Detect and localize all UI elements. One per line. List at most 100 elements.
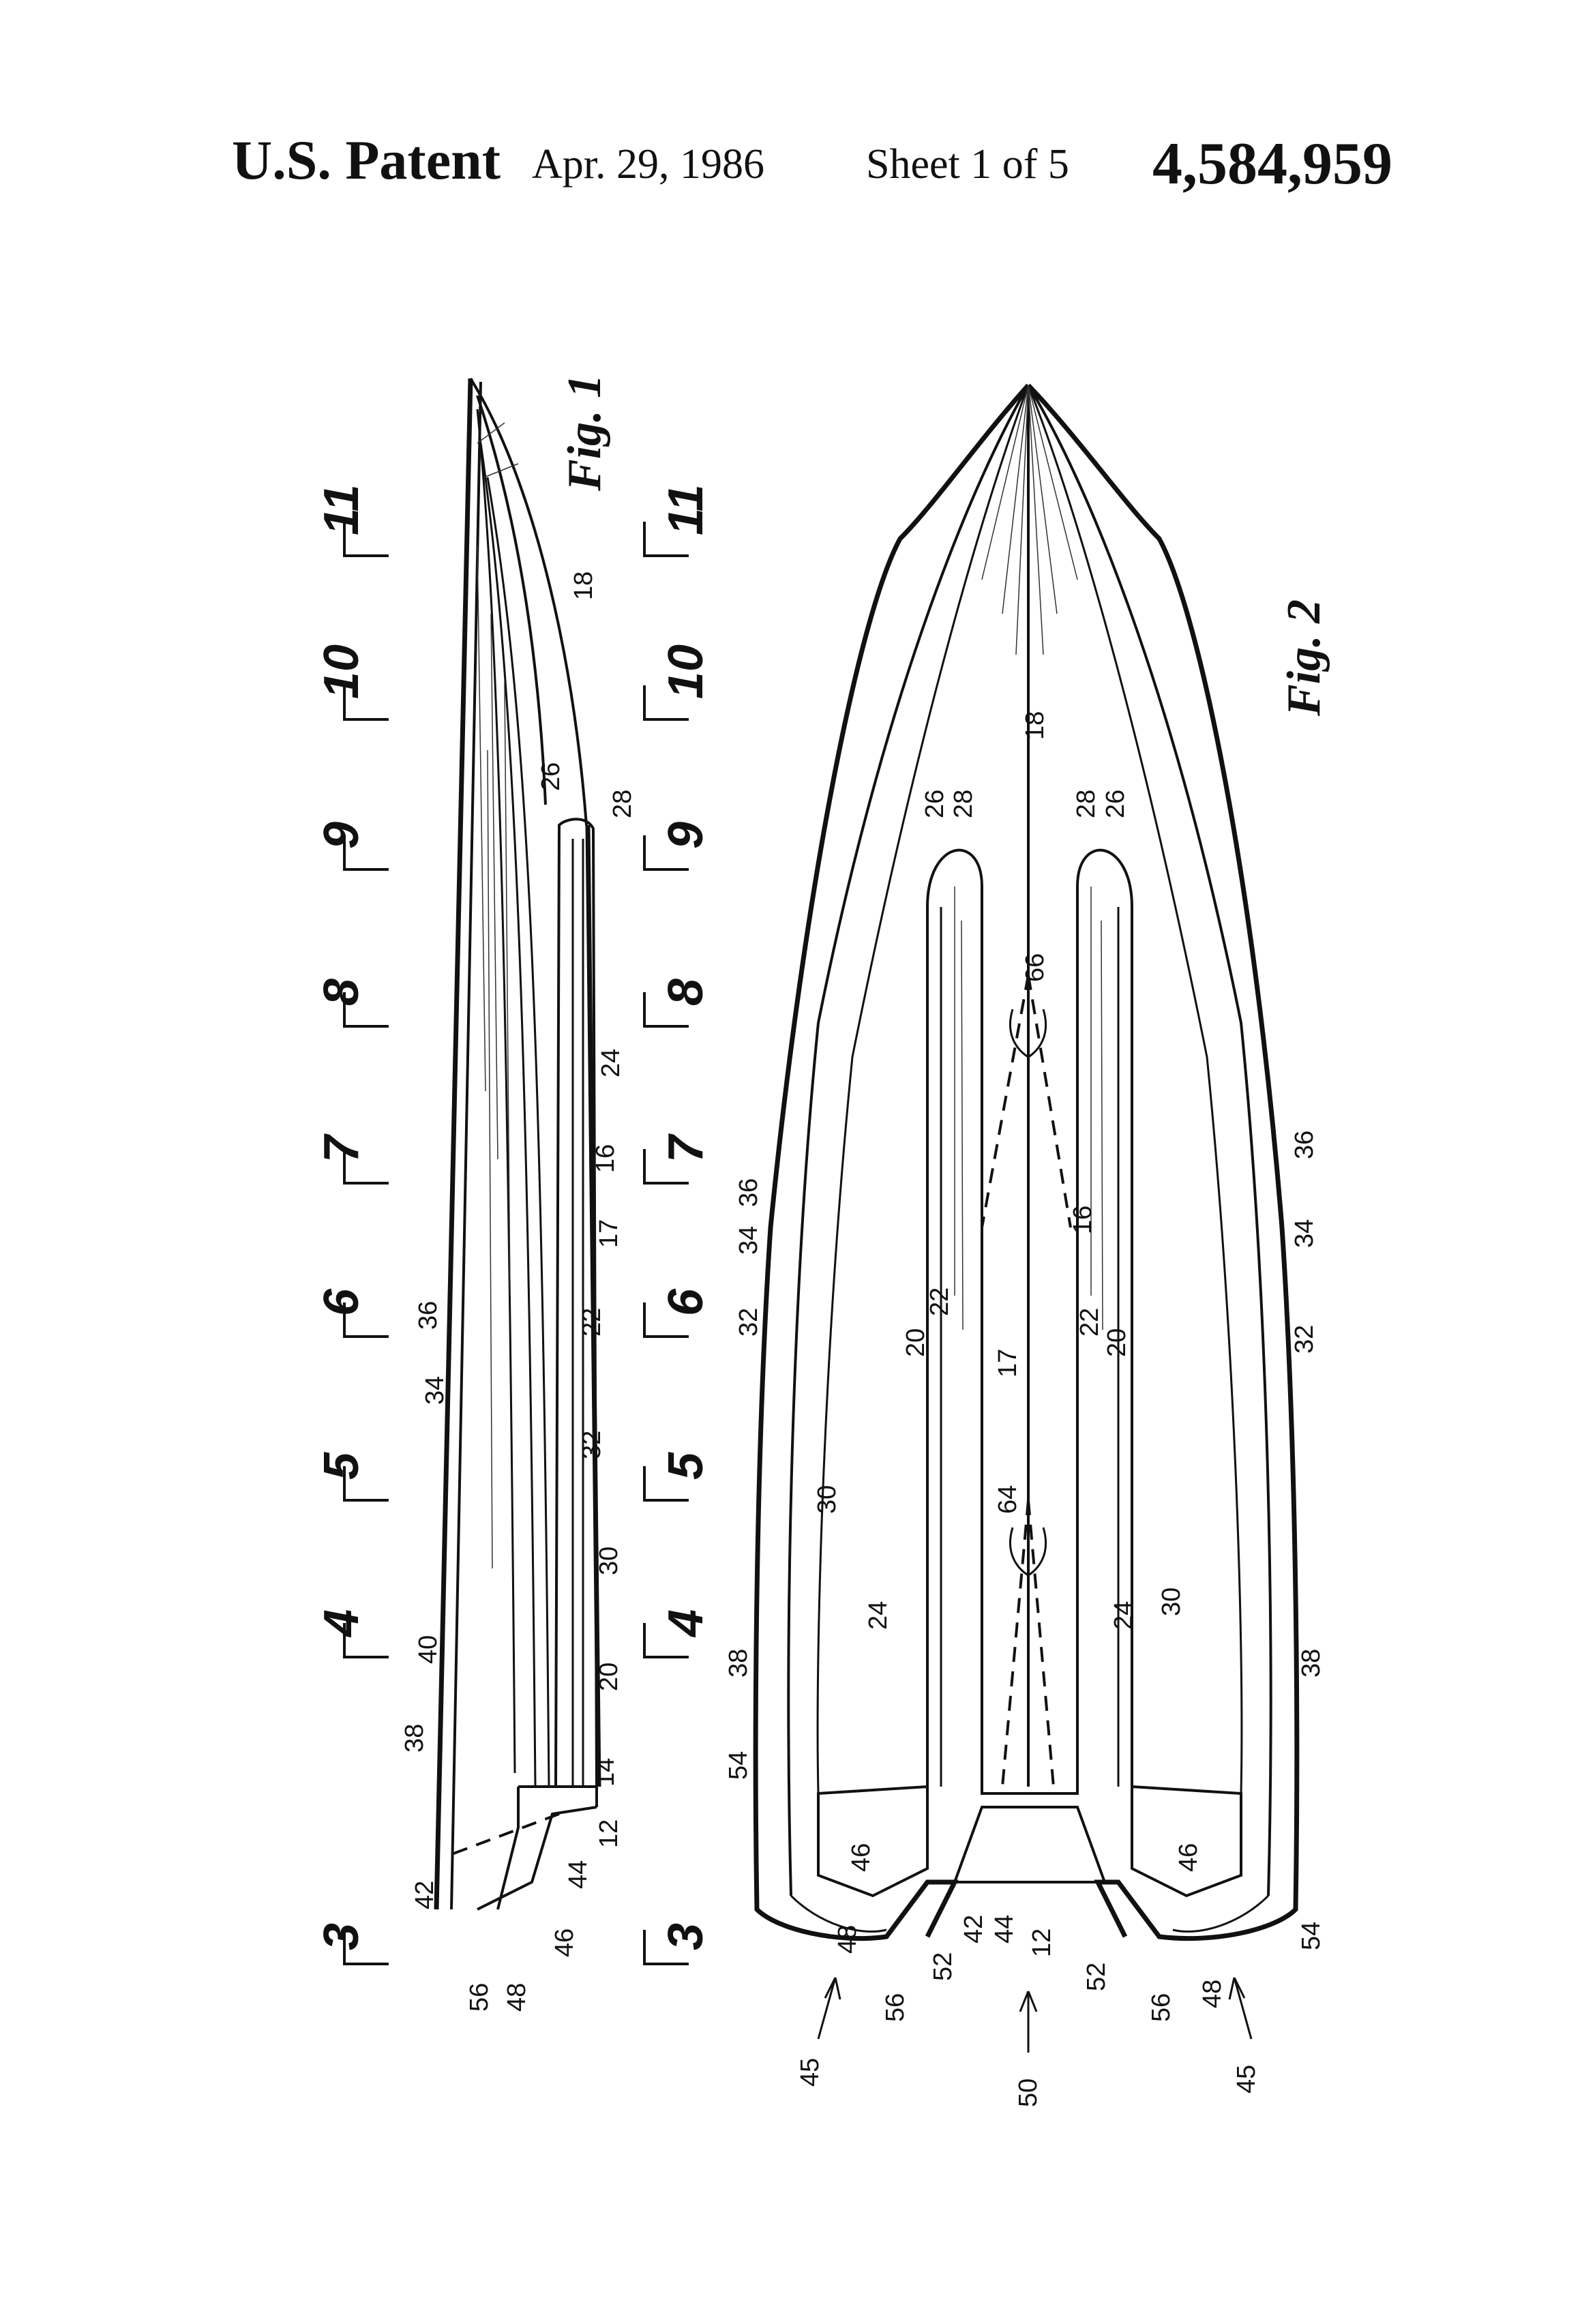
ref-numeral: 45: [1232, 2065, 1261, 2094]
ref-numeral: 46: [847, 1843, 876, 1872]
ref-numeral: 56: [1147, 1993, 1176, 2022]
ref-numeral: 45: [796, 2058, 824, 2087]
ref-numeral: 44: [990, 1915, 1019, 1943]
section-mark-4: 4: [314, 1609, 369, 1638]
ref-numeral: 26: [537, 762, 565, 791]
ref-numeral: 17: [595, 1219, 623, 1248]
ref-numeral: 20: [595, 1663, 623, 1691]
fig-2-label: Fig. 2: [1278, 599, 1330, 717]
fig-1-label: Fig. 1: [558, 374, 611, 492]
ref-numeral: 12: [1028, 1928, 1056, 1957]
section-mark-7: 7: [314, 1133, 369, 1163]
vent-66-dashed: [982, 975, 1071, 1227]
ref-numeral: 52: [1082, 1963, 1111, 1991]
transom-top: [518, 1787, 597, 1807]
ref-numeral: 52: [929, 1952, 957, 1981]
arrow-50: [1020, 1991, 1036, 2053]
ref-numeral: 38: [400, 1724, 429, 1753]
stern-lines-48: [791, 1896, 1268, 1932]
ref-numeral: 56: [881, 1993, 910, 2022]
section-mark-6: 6: [314, 1288, 369, 1316]
ref-numeral: 30: [595, 1547, 623, 1575]
tunnel-plate-42: [955, 1807, 1105, 1882]
figure-2-plan-view: Fig. 2 18 26 28 28 26 66 16 36 34 32 36 …: [724, 385, 1330, 2107]
ref-numeral: 28: [1072, 790, 1101, 818]
ref-numeral: 34: [421, 1376, 449, 1405]
ref-numeral: 66: [1021, 953, 1049, 982]
ref-numeral: 46: [1174, 1843, 1203, 1872]
section-mark-10: 10: [659, 644, 713, 699]
ref-numeral: 64: [994, 1485, 1022, 1514]
ref-numeral: 32: [578, 1431, 606, 1459]
section-mark-10: 10: [314, 644, 369, 699]
figure-1-side-view: Fig. 1 3 4 5 6 7 8 9 10 11 3 4: [314, 374, 713, 2012]
ref-numeral: 32: [734, 1308, 763, 1337]
strake-32: [488, 477, 549, 1787]
section-mark-8: 8: [659, 979, 713, 1006]
section-mark-6: 6: [659, 1288, 713, 1316]
stern-pad-46-right: [1132, 1787, 1241, 1896]
ref-numeral: 30: [813, 1485, 841, 1514]
ref-numeral: 17: [994, 1349, 1022, 1377]
stern-46: [477, 1807, 597, 1909]
ref-numeral: 16: [591, 1144, 620, 1173]
chine-line-upper: [477, 396, 546, 805]
ref-numeral: 18: [569, 571, 598, 600]
section-mark-8: 8: [314, 979, 369, 1006]
ref-numeral: 38: [1297, 1649, 1326, 1678]
strake-36-left: [788, 385, 1028, 1896]
ref-numeral: 22: [1075, 1308, 1104, 1337]
ref-numeral: 34: [734, 1226, 763, 1255]
strake-34-left: [818, 385, 1028, 1793]
ref-numeral: 36: [734, 1178, 763, 1207]
ref-numeral: 34: [1290, 1219, 1319, 1248]
section-mark-7: 7: [659, 1133, 713, 1163]
ref-numeral: 48: [503, 1983, 531, 2012]
hull-outline-left: [756, 385, 1028, 1939]
section-markers-top: 3 4 5 6 7 8 9 10 11: [314, 484, 389, 1964]
ref-numeral: 44: [564, 1860, 593, 1889]
section-mark-3: 3: [659, 1923, 713, 1950]
ref-numeral: 24: [1109, 1601, 1138, 1630]
section-markers-bottom: 3 4 5 6 7 8 9 10 11: [644, 484, 713, 1964]
ref-numeral: 22: [578, 1308, 606, 1337]
strake-36-right: [1028, 385, 1271, 1896]
fig-2-reference-numerals: 18 26 28 28 26 66 16 36 34 32 36 34 32 2…: [724, 711, 1326, 2107]
strake-34-right: [1028, 385, 1242, 1793]
ref-numeral: 48: [1198, 1980, 1227, 2008]
ref-numeral: 12: [595, 1819, 623, 1848]
ref-numeral: 46: [550, 1928, 579, 1957]
tunnel-bottom: [982, 1787, 1077, 1793]
section-mark-9: 9: [659, 822, 713, 849]
arrow-45-right: [1229, 1978, 1251, 2039]
section-mark-4: 4: [659, 1609, 713, 1638]
ref-numeral: 40: [414, 1635, 443, 1664]
section-mark-11: 11: [314, 484, 369, 535]
ref-numeral: 28: [949, 790, 978, 818]
ref-numeral: 56: [465, 1983, 494, 2012]
section-mark-11: 11: [659, 484, 713, 535]
ref-numeral: 20: [901, 1328, 930, 1357]
ref-numeral: 36: [414, 1301, 443, 1330]
ref-numeral: 42: [411, 1881, 439, 1909]
ref-numeral: 32: [1290, 1325, 1319, 1354]
ref-numeral: 38: [724, 1649, 753, 1678]
ref-numeral: 36: [1290, 1131, 1319, 1159]
ref-numeral: 26: [921, 790, 949, 818]
ref-numeral: 26: [1101, 790, 1130, 818]
ref-numeral: 30: [1157, 1588, 1186, 1616]
ref-numeral: 28: [608, 790, 637, 818]
ref-numeral: 42: [959, 1915, 988, 1943]
hull-outline-right: [1028, 385, 1297, 1939]
section-mark-5: 5: [659, 1452, 713, 1480]
section-mark-3: 3: [314, 1923, 369, 1950]
arrow-45-left: [818, 1978, 840, 2039]
ref-numeral: 54: [1297, 1922, 1326, 1950]
ref-numeral: 14: [591, 1758, 620, 1787]
section-mark-5: 5: [314, 1452, 369, 1480]
ref-numeral: 54: [724, 1751, 753, 1780]
ref-numeral: 24: [597, 1049, 625, 1077]
ref-numeral: 24: [864, 1601, 893, 1630]
stern-pad-46-left: [818, 1787, 927, 1896]
ref-numeral: 18: [1021, 711, 1049, 740]
